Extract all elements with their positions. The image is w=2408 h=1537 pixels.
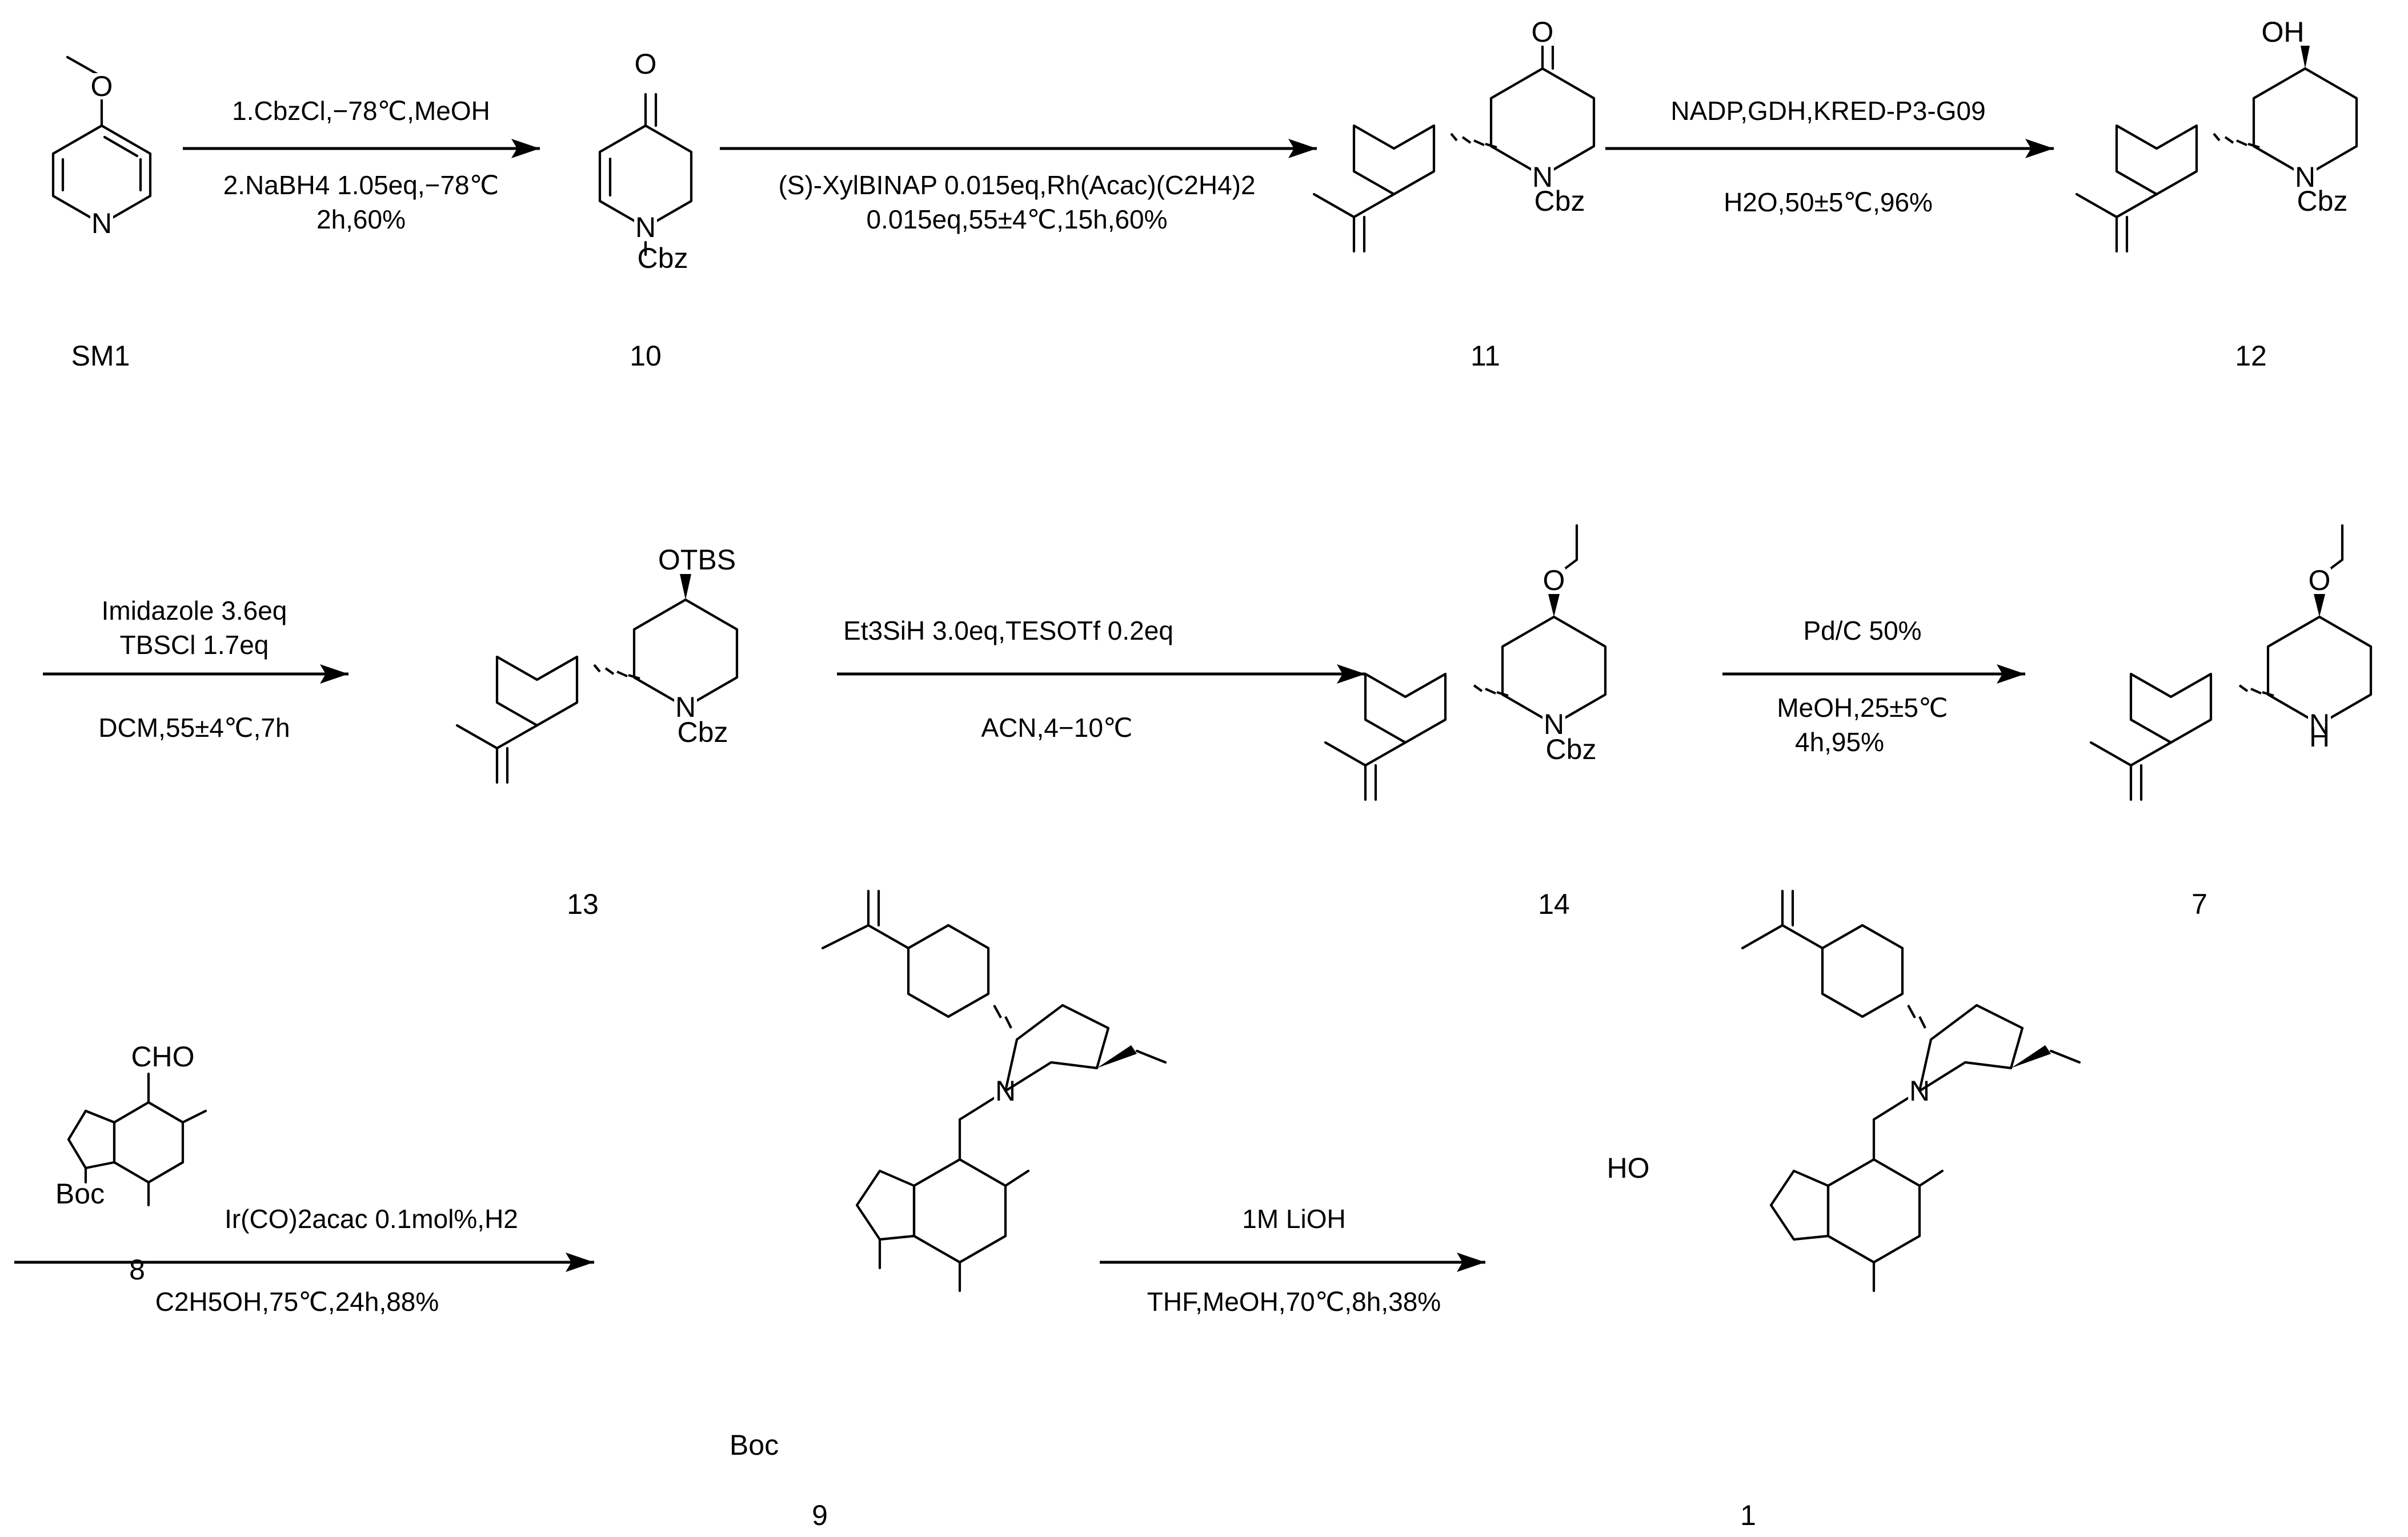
compound-1: N xyxy=(1741,889,2081,1293)
reaction-4-conditions: Imidazole 3.6eq TBSCl 1.7eq DCM,55±4℃,7h xyxy=(98,596,290,743)
compound-label-1: 1 xyxy=(1740,1499,1756,1531)
compound-12: OH N xyxy=(2075,16,2358,253)
svg-text:ACN,4−10℃: ACN,4−10℃ xyxy=(981,713,1132,743)
reaction-8-conditions: 1M LiOH THF,MeOH,70℃,8h,38% xyxy=(1147,1204,1441,1317)
svg-text:Imidazole 3.6eq: Imidazole 3.6eq xyxy=(102,596,287,625)
compound-label-12: 12 xyxy=(2235,340,2267,372)
reaction-3-conditions: NADP,GDH,KRED-P3-G09 H2O,50±5℃,96% xyxy=(1670,96,1985,217)
n-substituent-12: Cbz xyxy=(2297,185,2348,217)
reaction-7-conditions: Ir(CO)2acac 0.1mol%,H2 C2H5OH,75℃,24h,88… xyxy=(155,1204,518,1317)
compound-label-10: 10 xyxy=(630,340,662,372)
compound-label-14: 14 xyxy=(1538,888,1570,920)
compound-label-sm1: SM1 xyxy=(71,340,130,372)
reaction-5-conditions: Et3SiH 3.0eq,TESOTf 0.2eq ACN,4−10℃ xyxy=(843,616,1173,743)
boc-8: Boc xyxy=(55,1178,105,1210)
svg-text:THF,MeOH,70℃,8h,38%: THF,MeOH,70℃,8h,38% xyxy=(1147,1287,1441,1317)
hydroxyl-12: OH xyxy=(2262,16,2305,48)
n-substituent-11: Cbz xyxy=(1534,185,1585,217)
svg-text:OH: OH xyxy=(2262,16,2305,48)
svg-text:H2O,50±5℃,96%: H2O,50±5℃,96% xyxy=(1724,187,1933,217)
svg-text:4h,95%: 4h,95% xyxy=(1795,727,1884,757)
compound-label-8: 8 xyxy=(129,1254,145,1286)
svg-text:N: N xyxy=(1532,161,1553,193)
svg-text:Pd/C 50%: Pd/C 50% xyxy=(1803,616,1921,645)
n-substituent-14: Cbz xyxy=(1546,733,1597,765)
svg-text:DCM,55±4℃,7h: DCM,55±4℃,7h xyxy=(98,713,290,743)
compound-sm1: N O xyxy=(51,55,152,239)
svg-text:H: H xyxy=(2309,721,2330,753)
svg-text:Et3SiH 3.0eq,TESOTf 0.2eq: Et3SiH 3.0eq,TESOTf 0.2eq xyxy=(843,616,1173,645)
svg-text:N: N xyxy=(2295,161,2315,193)
reaction-6-conditions: Pd/C 50% MeOH,25±5℃ 4h,95% xyxy=(1777,616,1948,757)
n-substituent-10: Cbz xyxy=(638,242,688,274)
svg-text:0.015eq,55±4℃,15h,60%: 0.015eq,55±4℃,15h,60% xyxy=(866,204,1167,234)
aldehyde-8: CHO xyxy=(131,1041,194,1073)
reaction-arrows xyxy=(14,139,2054,1272)
compound-14: O N xyxy=(1324,524,1607,801)
svg-text:MeOH,25±5℃: MeOH,25±5℃ xyxy=(1777,693,1948,723)
compound-label-9: 9 xyxy=(812,1499,828,1531)
compound-7: O N H xyxy=(2089,524,2373,801)
compound-11: O N xyxy=(1312,16,1596,253)
svg-text:1.CbzCl,−78℃,MeOH: 1.CbzCl,−78℃,MeOH xyxy=(232,96,490,126)
svg-text:O: O xyxy=(635,48,657,80)
svg-text:2h,60%: 2h,60% xyxy=(316,204,406,234)
svg-text:N: N xyxy=(675,691,696,723)
compound-label-11: 11 xyxy=(1471,340,1500,372)
svg-text:1M LiOH: 1M LiOH xyxy=(1242,1204,1345,1234)
compound-13: N xyxy=(455,574,739,784)
otbs-13: OTBS xyxy=(658,544,736,576)
svg-text:O: O xyxy=(91,70,113,102)
svg-text:O: O xyxy=(1543,564,1565,596)
svg-text:N: N xyxy=(1544,708,1564,740)
svg-text:O: O xyxy=(2309,564,2331,596)
compound-label-7: 7 xyxy=(2191,888,2207,920)
svg-text:NADP,GDH,KRED-P3-G09: NADP,GDH,KRED-P3-G09 xyxy=(1670,96,1985,126)
svg-text:(S)-XylBINAP 0.015eq,Rh(Acac)(: (S)-XylBINAP 0.015eq,Rh(Acac)(C2H4)2 xyxy=(778,170,1255,200)
n-substituent-13: Cbz xyxy=(678,716,728,748)
reaction-2-conditions: (S)-XylBINAP 0.015eq,Rh(Acac)(C2H4)2 0.0… xyxy=(778,170,1255,234)
compound-8 xyxy=(67,1072,207,1207)
svg-text:Ir(CO)2acac 0.1mol%,H2: Ir(CO)2acac 0.1mol%,H2 xyxy=(225,1204,518,1234)
svg-text:TBSCl 1.7eq: TBSCl 1.7eq xyxy=(120,630,269,660)
reaction-1-conditions: 1.CbzCl,−78℃,MeOH 2.NaBH4 1.05eq,−78℃ 2h… xyxy=(223,96,499,234)
compound-label-13: 13 xyxy=(567,888,599,920)
boc-9: Boc xyxy=(730,1429,779,1461)
hydroxy-acid-1: HO xyxy=(1607,1152,1650,1184)
compound-10: O N xyxy=(598,48,693,256)
svg-text:C2H5OH,75℃,24h,88%: C2H5OH,75℃,24h,88% xyxy=(155,1287,439,1317)
svg-text:N: N xyxy=(2309,708,2330,740)
svg-text:2.NaBH4 1.05eq,−78℃: 2.NaBH4 1.05eq,−78℃ xyxy=(223,170,499,200)
svg-text:N: N xyxy=(635,211,656,243)
svg-text:O: O xyxy=(1532,16,1554,48)
compound-9: N xyxy=(821,889,1167,1293)
svg-text:N: N xyxy=(91,207,112,239)
